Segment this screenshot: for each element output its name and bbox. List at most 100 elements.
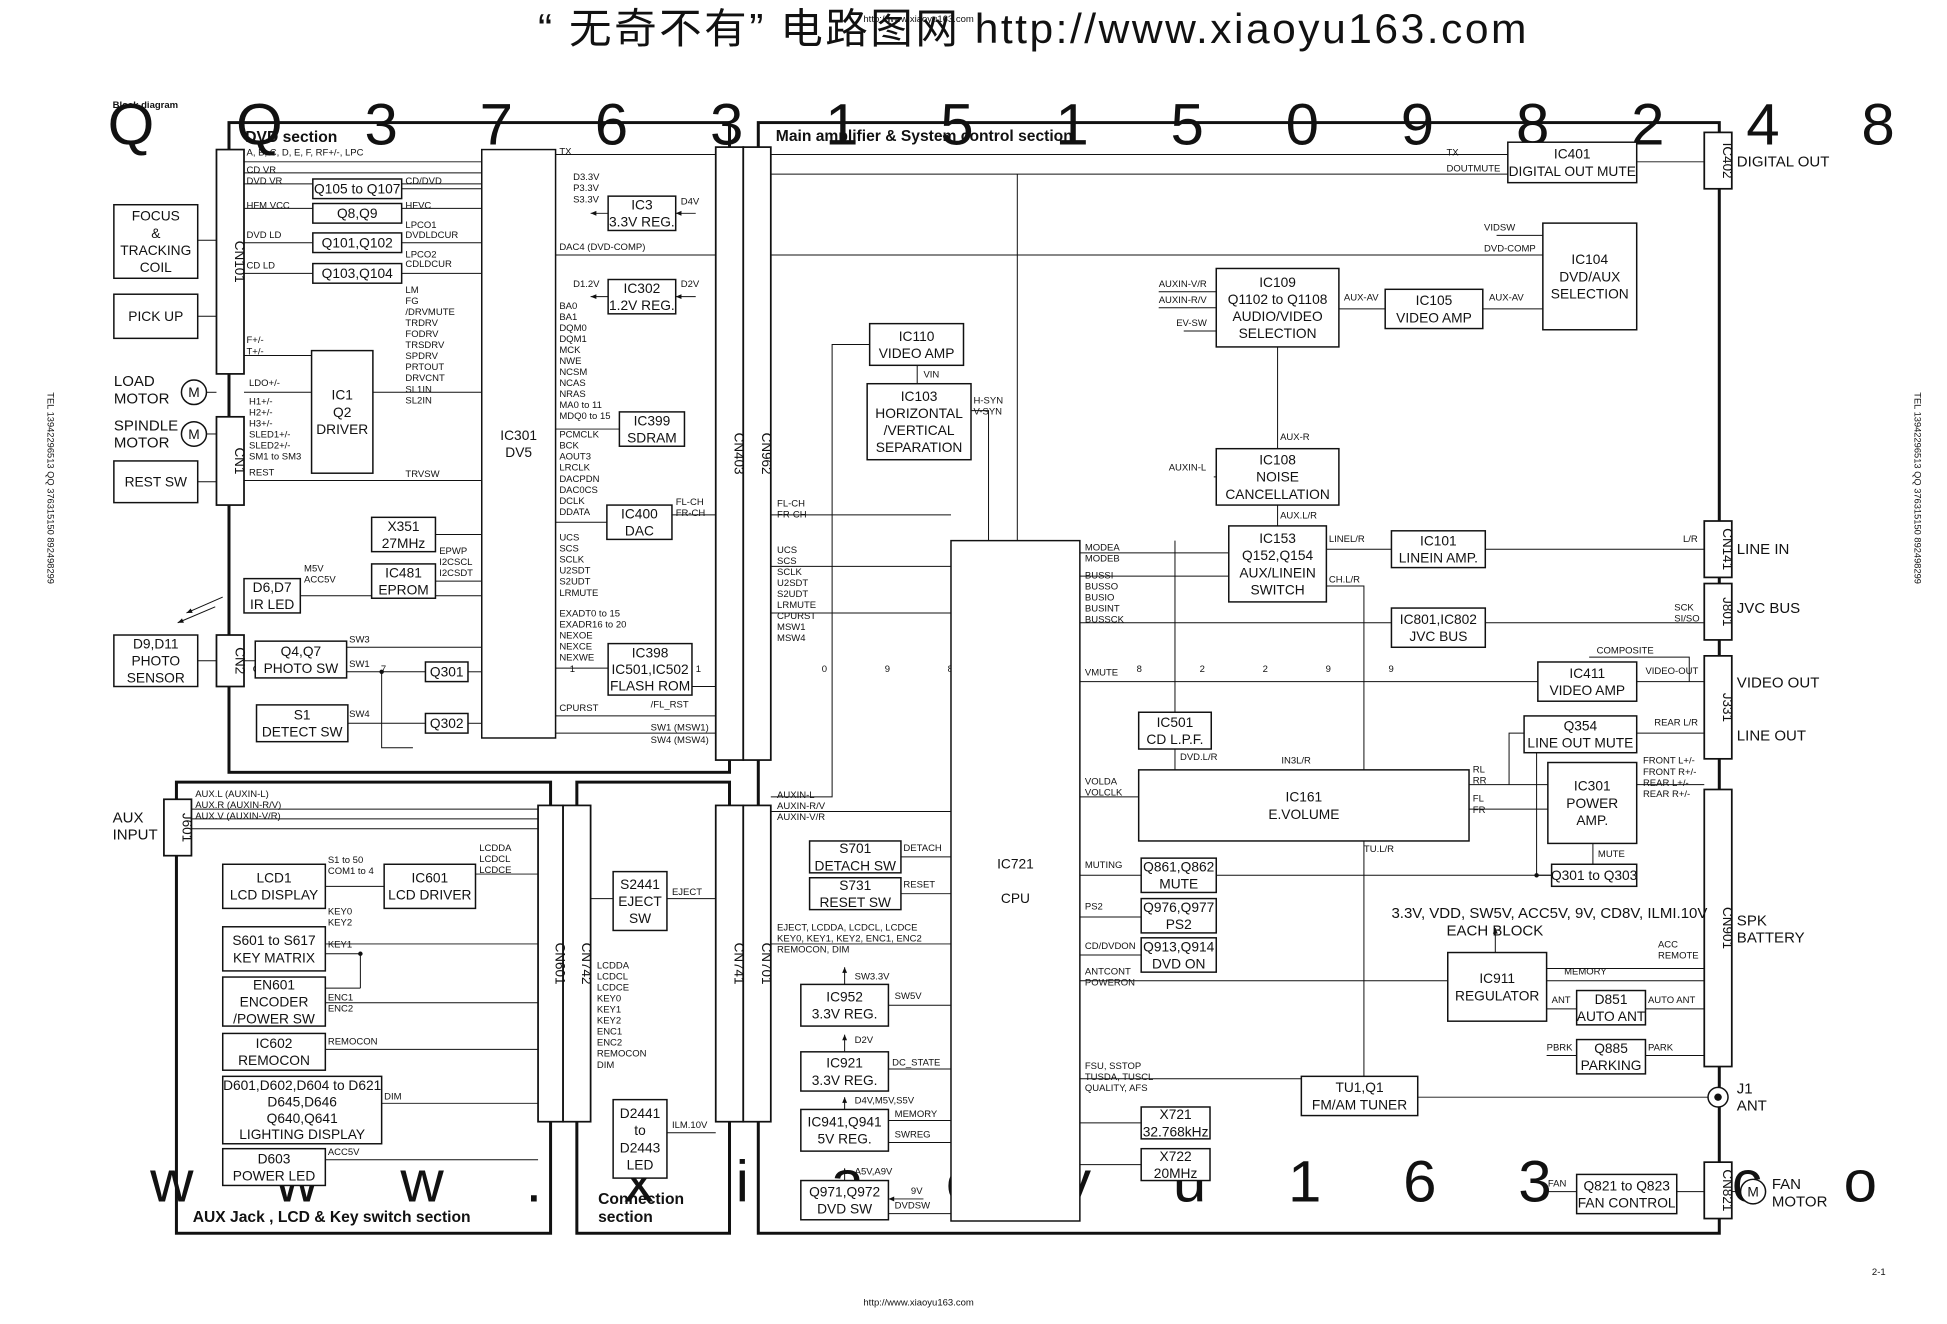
signal-label: AUTO ANT bbox=[1648, 994, 1696, 1005]
signal-label: AUXIN-L bbox=[777, 789, 815, 800]
connector-CN741-label: CN741 bbox=[731, 943, 746, 985]
signal-label: MEMORY bbox=[895, 1108, 938, 1119]
block-ic911-line: IC911 bbox=[1479, 971, 1515, 986]
block-d601-line: Q640,Q641 bbox=[267, 1111, 338, 1126]
block-q354-line: LINE OUT MUTE bbox=[1527, 736, 1633, 751]
block-x722 bbox=[1140, 1147, 1211, 1182]
connector-CN701-label: CN701 bbox=[759, 943, 774, 985]
signal-label: D4V bbox=[681, 196, 700, 207]
signal-label: I2CSDT bbox=[439, 567, 473, 578]
connector-CN901 bbox=[1703, 788, 1733, 1068]
signal-label: AUX-AV bbox=[1344, 291, 1379, 302]
block-ic941-line: 5V REG. bbox=[818, 1132, 872, 1147]
block-x351-line: X351 bbox=[387, 519, 419, 534]
signal-label: ENC1 bbox=[328, 991, 353, 1002]
signal-label: LRMUTE bbox=[777, 599, 816, 610]
block-ic3-line: 3.3V REG. bbox=[609, 215, 675, 230]
block-ic1-line: DRIVER bbox=[316, 422, 368, 437]
block-photo_sensor bbox=[113, 634, 199, 688]
external-aux_input: AUX bbox=[113, 811, 144, 827]
signal-label: MEMORY bbox=[1564, 966, 1607, 977]
block-ic301p-line: POWER bbox=[1566, 796, 1618, 811]
signal-label: H-SYN bbox=[974, 394, 1004, 405]
block-ic601-line: IC601 bbox=[411, 871, 448, 886]
signal-label: AUXIN-R/V bbox=[777, 800, 826, 811]
signal-label: ENC1 bbox=[597, 1026, 622, 1037]
external-jvc_bus: JVC BUS bbox=[1737, 601, 1800, 617]
watermark-side: TEL 13942296513 QQ 376315150 892498299 bbox=[1912, 392, 1923, 584]
block-ic101-line: LINEIN AMP. bbox=[1399, 551, 1478, 566]
signal-label: UCS bbox=[559, 532, 579, 543]
external-fan_motor: FAN bbox=[1772, 1177, 1801, 1193]
connector-CN601 bbox=[537, 804, 564, 1123]
block-ic110 bbox=[868, 322, 965, 367]
block-ic921-line: 3.3V REG. bbox=[812, 1073, 878, 1088]
block-ic104-line: SELECTION bbox=[1551, 287, 1629, 302]
signal-label: PRTOUT bbox=[405, 361, 444, 372]
block-ic153-line: SWITCH bbox=[1250, 583, 1304, 598]
block-ic161-line: E.VOLUME bbox=[1268, 807, 1339, 822]
signal-label: ENC2 bbox=[328, 1002, 353, 1013]
block-s701-line: DETACH SW bbox=[815, 858, 897, 873]
external-line_in: LINE IN bbox=[1737, 542, 1790, 558]
block-ic153-line: IC153 bbox=[1259, 531, 1296, 546]
external-ant: J1 bbox=[1737, 1082, 1753, 1098]
block-en601-line: /POWER SW bbox=[233, 1012, 315, 1027]
block-ic501 bbox=[1137, 711, 1213, 750]
block-q861-line: MUTE bbox=[1159, 877, 1198, 892]
signal-label: SL2IN bbox=[405, 394, 432, 405]
block-ic941 bbox=[800, 1108, 890, 1152]
block-ic398-line: IC501,IC502 bbox=[611, 662, 688, 677]
block-ic952-line: 3.3V REG. bbox=[812, 1007, 878, 1022]
signal-label: ILM.10V bbox=[672, 1119, 708, 1130]
signal-label: BA1 bbox=[559, 311, 577, 322]
block-pickup-line: PICK UP bbox=[128, 309, 183, 324]
connector-CN403-label: CN403 bbox=[731, 433, 746, 475]
block-ic481 bbox=[370, 563, 437, 599]
block-ic153-line: Q152,Q154 bbox=[1242, 548, 1314, 563]
block-q301b bbox=[1550, 863, 1638, 888]
block-ic501-line: IC501 bbox=[1157, 715, 1194, 730]
signal-label: NCSM bbox=[559, 366, 587, 377]
block-lcd1-line: LCD DISPLAY bbox=[230, 888, 318, 903]
signal-label: EXADT0 to 15 bbox=[559, 608, 620, 619]
signal-label: S3.3V bbox=[573, 193, 600, 204]
block-q913 bbox=[1140, 937, 1218, 973]
connector-J801-label: J801 bbox=[1720, 597, 1735, 626]
watermark-row-top: Q Q 3 7 6 3 1 5 1 5 0 9 8 2 4 8 2 2 9 9 bbox=[108, 91, 1947, 157]
section-aux-title: AUX Jack , LCD & Key switch section bbox=[193, 1209, 471, 1226]
external-load_motor: LOAD bbox=[114, 374, 155, 390]
external-video_out: VIDEO OUT bbox=[1737, 676, 1820, 692]
block-s2441-line: SW bbox=[629, 911, 651, 926]
block-q105-line: Q105 to Q107 bbox=[314, 182, 400, 197]
arrow-head bbox=[675, 210, 682, 216]
block-q821-line: Q821 to Q823 bbox=[1584, 1178, 1670, 1193]
signal-label: TU.L/R bbox=[1364, 843, 1394, 854]
url-top: http://www.xiaoyu163.com bbox=[863, 13, 974, 24]
block-q354-line: Q354 bbox=[1564, 719, 1598, 734]
block-ic952 bbox=[800, 983, 890, 1027]
block-ic601-line: LCD DRIVER bbox=[388, 888, 471, 903]
block-d2441 bbox=[612, 1098, 668, 1179]
external-fan_motor: MOTOR bbox=[1772, 1194, 1828, 1210]
signal-label: CD/DVD bbox=[405, 175, 442, 186]
connector-CN403 bbox=[714, 146, 745, 761]
wire bbox=[971, 410, 990, 541]
block-x722-line: 20MHz bbox=[1154, 1166, 1198, 1181]
connector-IC402-label: IC402 bbox=[1720, 143, 1735, 179]
block-ic398-line: FLASH ROM bbox=[610, 678, 690, 693]
block-q105 bbox=[312, 178, 403, 200]
signal-label: EV-SW bbox=[1176, 317, 1207, 328]
external-aux_input: INPUT bbox=[113, 828, 158, 844]
connector-CN2 bbox=[215, 634, 245, 688]
signal-label: LCDCE bbox=[479, 864, 511, 875]
signal-label: SLED2+/- bbox=[249, 440, 290, 451]
block-q4q7-line: PHOTO SW bbox=[264, 661, 339, 676]
signal-label: CD VR bbox=[247, 164, 277, 175]
section-connection-title: section bbox=[598, 1209, 653, 1226]
block-ic103-line: SEPARATION bbox=[876, 440, 963, 455]
signal-label: MUTE bbox=[1598, 848, 1625, 859]
signal-label: FL bbox=[1473, 793, 1484, 804]
signal-label: NEXOE bbox=[559, 630, 592, 641]
block-q885-line: Q885 bbox=[1594, 1041, 1628, 1056]
